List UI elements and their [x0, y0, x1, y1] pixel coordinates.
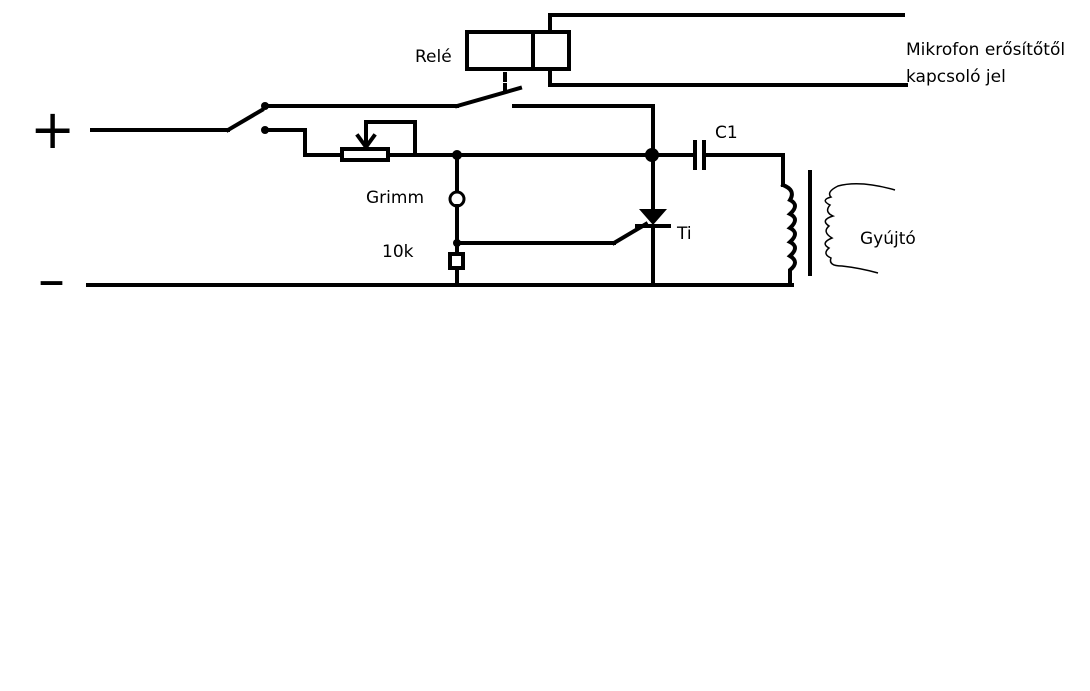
ignition-transformer	[780, 170, 896, 287]
resistor-label: 10k	[382, 242, 414, 262]
ignition-label: Gyújtó	[860, 229, 916, 249]
relay-contact	[263, 85, 655, 109]
minus-sign-label: –	[38, 248, 65, 311]
potentiometer	[263, 120, 417, 162]
relay-coil	[465, 30, 571, 71]
middle-rail	[413, 104, 695, 162]
thyristor-ti	[455, 153, 671, 287]
plus-sign-label: +	[30, 98, 75, 161]
thyristor-label: Ti	[676, 224, 692, 244]
relay-label: Relé	[415, 47, 452, 67]
capacitor-c1	[693, 140, 785, 187]
main-switch	[90, 102, 269, 134]
grimm-label: Grimm	[366, 188, 424, 208]
grimm-lamp	[448, 153, 466, 245]
relay-signal-wires	[548, 13, 908, 87]
capacitor-label: C1	[715, 123, 738, 143]
mic-signal-label-line2: kapcsoló jel	[906, 67, 1006, 87]
mic-signal-label-line1: Mikrofon erősítőtől	[906, 40, 1065, 60]
resistor-10k	[448, 239, 465, 287]
